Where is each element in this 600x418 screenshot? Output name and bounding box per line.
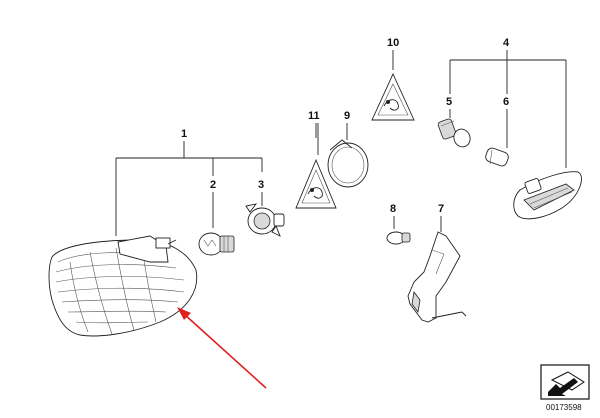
callout-6[interactable]: 6	[503, 96, 509, 108]
callout-1[interactable]: 1	[181, 128, 187, 140]
callout-9[interactable]: 9	[344, 110, 350, 122]
bulb-part-2[interactable]	[198, 232, 235, 256]
callout-2[interactable]: 2	[210, 179, 216, 191]
warning-triangle-icon[interactable]	[295, 158, 337, 209]
pointer-arrow	[177, 307, 267, 389]
bulb-part-6[interactable]	[484, 147, 509, 168]
callout-7[interactable]: 7	[438, 203, 444, 215]
warning-triangle-icon[interactable]	[371, 72, 415, 121]
arrow-icon[interactable]	[540, 364, 590, 400]
seal-ring-part-9[interactable]	[327, 139, 369, 188]
callout-4[interactable]: 4	[503, 37, 510, 49]
reference-number: 00173598	[546, 403, 582, 412]
bracket-part-7[interactable]	[407, 231, 467, 323]
turn-indicator-housing[interactable]	[48, 235, 198, 337]
callout-10[interactable]: 10	[387, 37, 399, 49]
side-repeater-part-4[interactable]	[513, 171, 582, 220]
leader-lines	[115, 50, 567, 236]
callout-5[interactable]: 5	[446, 96, 452, 108]
callout-11[interactable]: 11	[308, 110, 320, 122]
callout-8[interactable]: 8	[390, 203, 396, 215]
callout-3[interactable]: 3	[258, 179, 264, 191]
bulb-socket-part-3[interactable]	[245, 203, 285, 237]
bulb-part-5[interactable]	[437, 118, 472, 149]
rivet-part-8[interactable]	[386, 231, 411, 245]
